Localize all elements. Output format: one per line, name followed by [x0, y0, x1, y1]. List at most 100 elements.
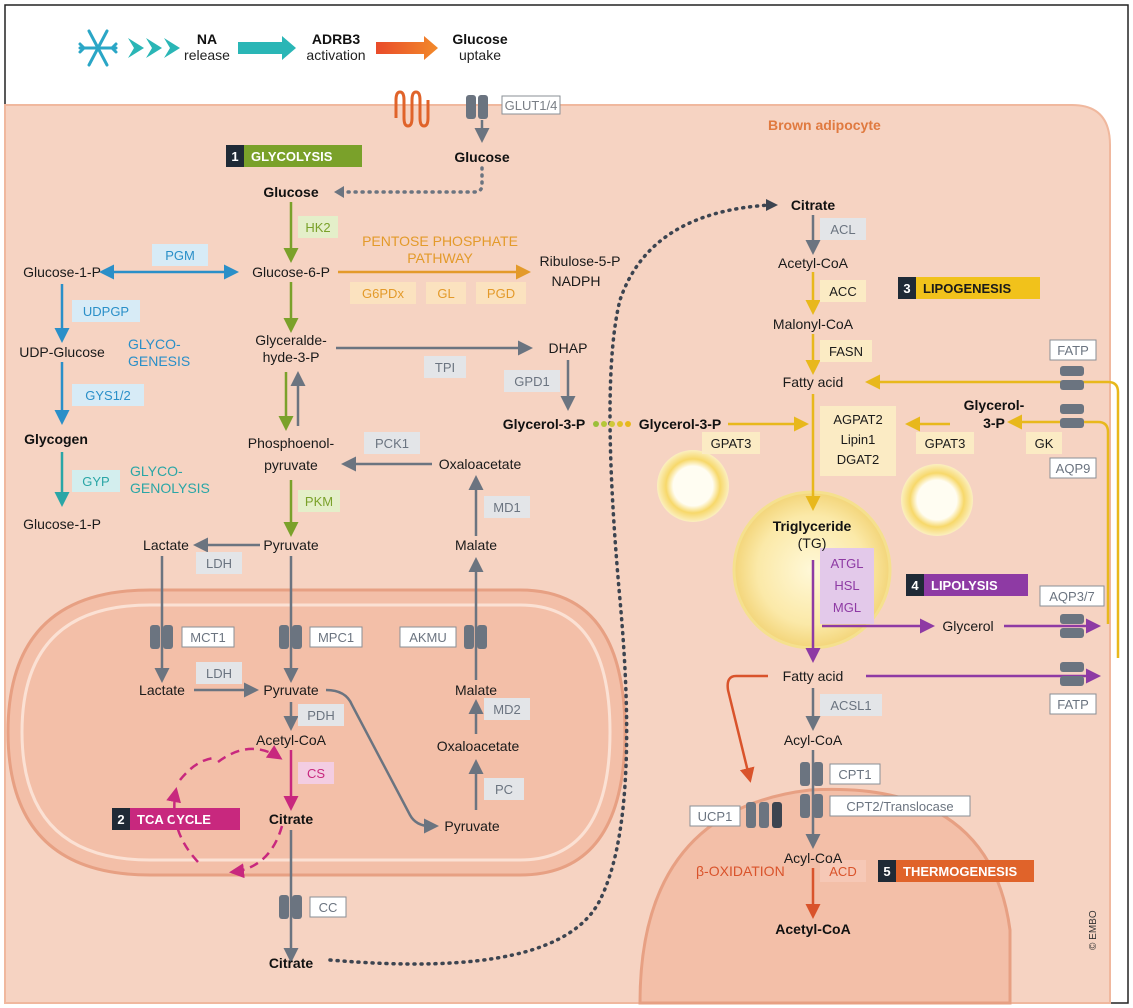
oxaloacetate-cytosol: Oxaloacetate	[439, 456, 522, 472]
enzyme-gys: GYS1/2	[72, 384, 144, 406]
fatty-acid-lipogenesis: Fatty acid	[783, 374, 844, 390]
glyceraldehyde-3-p-1: Glyceralde-	[255, 332, 327, 348]
glucose-cytosol-top: Glucose	[454, 149, 509, 165]
phosphoenolpyruvate-1: Phosphoenol-	[248, 435, 335, 451]
glycogenesis-label-2: GENESIS	[128, 353, 190, 369]
glycerol: Glycerol	[942, 618, 993, 634]
svg-text:ACSL1: ACSL1	[830, 698, 871, 713]
svg-text:PKM: PKM	[305, 494, 333, 509]
svg-text:MD1: MD1	[493, 500, 520, 515]
acetyl-coa-mito: Acetyl-CoA	[256, 732, 327, 748]
glycerol3p-connector	[593, 421, 631, 427]
oxaloacetate-mito: Oxaloacetate	[437, 738, 520, 754]
svg-text:TPI: TPI	[435, 360, 455, 375]
glycerol-3-p-left: Glycerol-3-P	[503, 416, 585, 432]
adrb3-to-uptake-arrow	[376, 36, 438, 60]
lipid-droplet-small-right	[901, 464, 973, 536]
svg-text:GYP: GYP	[82, 474, 109, 489]
glycerol-3-p-import-1: Glycerol-	[964, 397, 1025, 413]
svg-text:PGD: PGD	[487, 286, 515, 301]
pyruvate-cytosol: Pyruvate	[263, 537, 318, 553]
transporter-icons	[150, 366, 1084, 919]
triglyceride-abbr: (TG)	[798, 535, 827, 551]
svg-text:HK2: HK2	[305, 220, 330, 235]
enzyme-gyp: GYP	[72, 470, 120, 492]
glucose-1-p-bottom: Glucose-1-P	[23, 516, 101, 532]
snowflake-icon	[78, 29, 118, 67]
glucose: Glucose	[263, 184, 318, 200]
citrate-exported: Citrate	[269, 955, 314, 971]
svg-text:LIPOGENESIS: LIPOGENESIS	[923, 281, 1011, 296]
enzyme-hk2: HK2	[298, 216, 338, 238]
acyl-coa-cytosol: Acyl-CoA	[784, 732, 843, 748]
section-3-lipogenesis: 3 LIPOGENESIS	[898, 277, 1040, 299]
svg-text:GL: GL	[437, 286, 454, 301]
malate-mito: Malate	[455, 682, 497, 698]
transporter-aqp37-label: AQP3/7	[1039, 585, 1105, 607]
svg-text:GPD1: GPD1	[514, 374, 549, 389]
cell-label: Brown adipocyte	[768, 117, 881, 133]
enzyme-pdh: PDH	[298, 704, 344, 726]
na-to-adrb3-arrow	[238, 36, 296, 60]
glucose-uptake-label: Glucose	[452, 31, 507, 47]
ribulose-5-p: Ribulose-5-P	[540, 253, 621, 269]
glycogenesis-label-1: GLYCO-	[128, 336, 181, 352]
mitochondrion-left-inner	[20, 603, 612, 862]
svg-text:UDPGP: UDPGP	[83, 304, 129, 319]
svg-text:DGAT2: DGAT2	[837, 452, 879, 467]
svg-text:ACD: ACD	[829, 864, 856, 879]
glucose-uptake-sub: uptake	[459, 47, 501, 63]
transporter-akmu-label: AKMU	[399, 626, 457, 648]
enzyme-pck1: PCK1	[364, 432, 420, 454]
svg-text:ACL: ACL	[830, 222, 855, 237]
enzyme-gpat3-right: GPAT3	[916, 432, 974, 454]
glyceraldehyde-3-p-2: hyde-3-P	[263, 349, 320, 365]
svg-text:4: 4	[911, 578, 919, 593]
enzyme-pc: PC	[484, 778, 524, 800]
ppp-label-1: PENTOSE PHOSPHATE	[362, 233, 518, 249]
svg-text:GK: GK	[1035, 436, 1054, 451]
svg-text:CC: CC	[319, 900, 338, 915]
svg-text:CPT2/Translocase: CPT2/Translocase	[846, 799, 953, 814]
svg-text:LDH: LDH	[206, 556, 232, 571]
svg-text:1: 1	[231, 149, 238, 164]
enzyme-pkm: PKM	[298, 490, 340, 512]
svg-text:PDH: PDH	[307, 708, 334, 723]
svg-text:3: 3	[903, 281, 910, 296]
enzyme-gpd1: GPD1	[504, 370, 560, 392]
enzyme-tpi: TPI	[424, 356, 466, 378]
enzyme-gk: GK	[1026, 432, 1062, 454]
triglyceride: Triglyceride	[773, 518, 852, 534]
svg-text:HSL: HSL	[834, 578, 859, 593]
svg-text:AQP3/7: AQP3/7	[1049, 589, 1095, 604]
svg-text:GLYCOLYSIS: GLYCOLYSIS	[251, 149, 333, 164]
svg-text:G6PDx: G6PDx	[362, 286, 404, 301]
glucose-6-p: Glucose-6-P	[252, 264, 330, 280]
svg-text:CS: CS	[307, 766, 325, 781]
enzyme-g6pdx: G6PDx	[350, 282, 416, 304]
svg-text:2: 2	[117, 812, 124, 827]
transporter-cc-label: CC	[309, 896, 347, 918]
svg-text:MD2: MD2	[493, 702, 520, 717]
transporter-mct1-label: MCT1	[181, 626, 235, 648]
enzyme-acsl1: ACSL1	[820, 694, 882, 716]
phosphoenolpyruvate-2: pyruvate	[264, 457, 318, 473]
enzyme-gpat3-left: GPAT3	[702, 432, 760, 454]
enzyme-ldh-cytosol: LDH	[196, 552, 242, 574]
svg-text:5: 5	[883, 864, 890, 879]
section-1-glycolysis: 1 GLYCOLYSIS	[226, 145, 362, 167]
fatty-acid-lipolysis: Fatty acid	[783, 668, 844, 684]
dhap: DHAP	[549, 340, 588, 356]
section-4-lipolysis: 4 LIPOLYSIS	[906, 574, 1028, 596]
lipid-droplet-small-left	[657, 450, 729, 522]
transporter-fatp-bottom-label: FATP	[1049, 693, 1097, 715]
na-sub: release	[184, 47, 230, 63]
enzyme-pgm: PGM	[152, 244, 208, 266]
transporter-ucp1-label: UCP1	[689, 805, 741, 827]
glut-box	[501, 95, 561, 115]
signal-chevrons	[128, 38, 180, 58]
glut-label: GLUT1/4	[505, 98, 558, 113]
enzyme-pgd: PGD	[476, 282, 526, 304]
citrate-mito: Citrate	[269, 811, 314, 827]
